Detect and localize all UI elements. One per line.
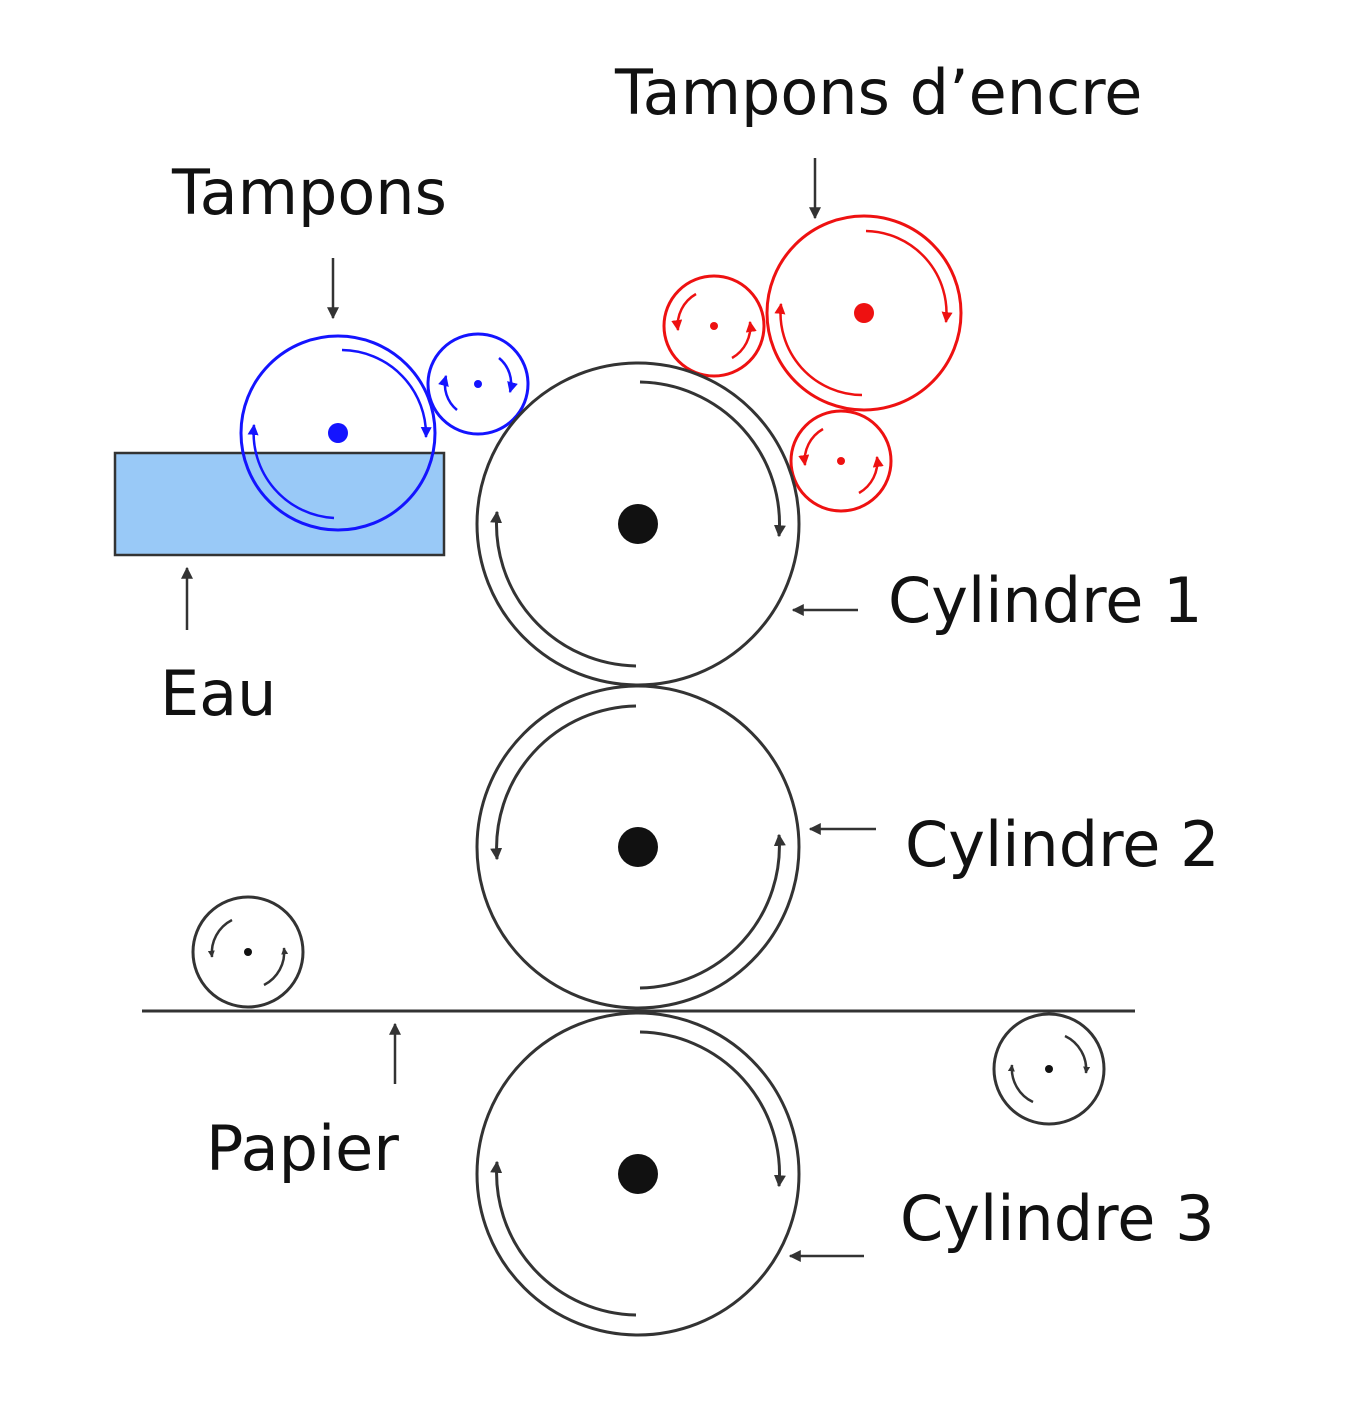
cylinder-3 — [475, 1011, 801, 1337]
ink-roller-bottom — [789, 409, 893, 513]
guide-roller-right — [992, 1012, 1106, 1126]
guide-roller-left — [191, 895, 305, 1009]
cylinder-1 — [475, 361, 801, 687]
label-cylindre-3: Cylindre 3 — [900, 1182, 1215, 1255]
label-cylindre-2: Cylindre 2 — [905, 808, 1220, 881]
water-bath — [113, 451, 446, 557]
label-eau: Eau — [160, 657, 276, 730]
label-cylindre-1: Cylindre 1 — [888, 564, 1203, 637]
cylinder-2 — [475, 684, 801, 1010]
label-tampons-encre: Tampons d’encre — [614, 56, 1142, 129]
ink-roller-large — [765, 214, 963, 412]
water-roller-small — [426, 332, 530, 436]
ink-roller-left — [662, 274, 766, 378]
label-tampons: Tampons — [171, 156, 447, 229]
water-roller-large — [239, 334, 437, 532]
label-papier: Papier — [206, 1112, 399, 1185]
